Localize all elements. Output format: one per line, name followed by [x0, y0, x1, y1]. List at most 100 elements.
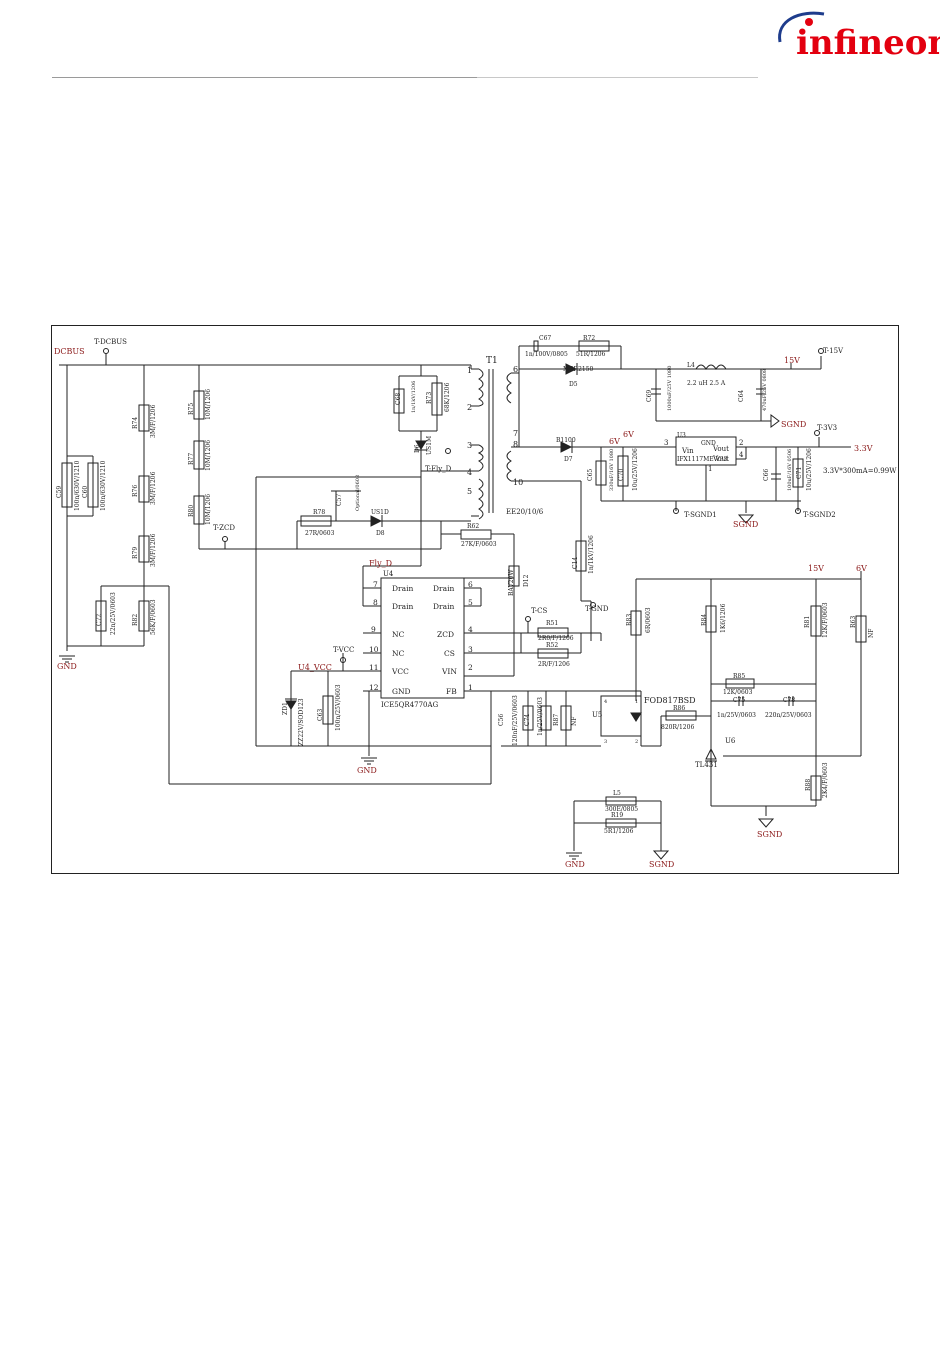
u4-pin-11-name: VCC [391, 667, 409, 676]
r85-value: 12K/0603 [723, 689, 753, 696]
c56-value: 120nF/25V/0603 [512, 695, 519, 746]
d12-ref: D12 [523, 574, 530, 587]
r84-ref: R84 [701, 614, 708, 626]
net-6v-a: 6V [609, 437, 620, 446]
u4-pin-9-name: NC [392, 630, 405, 639]
c70-value: 10u/25V/1206 [632, 448, 639, 491]
u4-pin-4-name: ZCD [437, 630, 454, 639]
r19-ref: R19 [611, 812, 623, 819]
r76-value: 3M/F/1206 [150, 471, 157, 505]
u4-pin-7-name: Drain [392, 584, 413, 593]
r80-value: 10M/1206 [205, 494, 212, 525]
c68-ref: C68 [395, 393, 402, 405]
u5-pin-2: 2 [635, 739, 638, 745]
r88-ref: R88 [805, 779, 812, 791]
c74-ref: C74 [524, 714, 531, 726]
header-rule [52, 77, 758, 78]
c72-value: 22n/25V/0603 [110, 592, 117, 635]
r86-ref: R86 [673, 705, 685, 712]
logo-wordmark: infineon [796, 23, 940, 63]
net-tvcc: T-VCC [333, 646, 354, 654]
net-tdcbus: T-DCBUS [94, 338, 127, 346]
r87-ref: R87 [553, 714, 560, 726]
r63-value: NF [868, 629, 875, 638]
net-t3v3: T-3V3 [817, 424, 837, 432]
l4-ref: L4 [687, 362, 695, 369]
t1-pin-4: 4 [467, 468, 472, 477]
net-6v-b: 6V [623, 430, 634, 439]
r73-value: 68K/1206 [444, 382, 451, 412]
u3-ref: U3 [677, 432, 686, 439]
u3-pin-1: 1 [708, 465, 712, 473]
u5-pin-4: 4 [604, 699, 607, 705]
net-tcs: T-CS [531, 607, 547, 615]
u4-pin-10-name: NC [392, 649, 405, 658]
logo-dot [805, 18, 813, 26]
u6-part: TL431 [695, 761, 718, 769]
zd1-ref: ZD1 [282, 702, 289, 715]
logo-arc [778, 11, 825, 43]
u3-vin: Vin [681, 447, 694, 455]
net-tsgnd2: T-SGND2 [803, 511, 836, 519]
c67-value: 1n/100V/0805 [525, 351, 568, 358]
r82-ref: R82 [132, 614, 139, 626]
r78-ref: R78 [313, 509, 325, 516]
r72-ref: R72 [583, 335, 595, 342]
c66-value: 100uF/16V 0506 [787, 449, 793, 491]
u5-part: FOD817BSD [644, 696, 696, 705]
r76-ref: R76 [132, 485, 139, 497]
c68-value: 1n/1kV/1206 [411, 381, 417, 413]
t1-pin-10: 10 [513, 478, 523, 487]
c71-value: 10u/25V/1206 [806, 448, 813, 491]
net-tsgnd1: T-SGND1 [684, 511, 717, 519]
l5-ref: L5 [613, 790, 621, 797]
r52-ref: R52 [546, 642, 558, 649]
u4-pin-3-name: CS [444, 649, 455, 658]
u5-ref: U5 [592, 711, 602, 719]
t1-part: EE20/10/6 [506, 508, 544, 516]
c65-ref: C65 [587, 469, 594, 481]
d6-ref: D6 [414, 444, 421, 453]
c60-value: 100n/630V/1210 [100, 460, 107, 511]
t1-pin-1: 1 [467, 366, 472, 375]
schematic-diagram: DCBUS U4_VCC Fly_D 15V 15V 6V 6V 6V 3.3V… [54, 335, 897, 869]
u4-pin-5: 5 [468, 598, 473, 607]
c57-ref: C57 [336, 494, 343, 506]
u4-pin-8: 8 [373, 598, 378, 607]
u4-pin-1: 1 [468, 683, 473, 692]
net-15v-b: 15V [808, 564, 824, 573]
t1-pin-8: 8 [513, 440, 518, 449]
r75-value: 10M/1206 [205, 389, 212, 420]
t1-ref: T1 [486, 356, 498, 366]
d7-value: B1100 [556, 437, 576, 444]
u3-vout-1: Vout [712, 445, 729, 453]
u4-ref: U4 [383, 570, 394, 578]
c65-value: 330uF/16V 1080 [609, 449, 615, 491]
d8-ref: D8 [376, 530, 385, 537]
u4-pin-11: 11 [369, 663, 379, 672]
u4-pin-6: 6 [468, 580, 473, 589]
r83-value: 6R/0603 [645, 607, 652, 633]
net-6v-c: 6V [856, 564, 867, 573]
c64-ref: C64 [738, 390, 745, 402]
u4-pin-2: 2 [468, 663, 473, 672]
c72-ref: C72 [96, 614, 103, 626]
r82-value: 56K/F/0603 [150, 599, 157, 635]
c63-ref: C63 [317, 709, 324, 721]
r77-value: 10M/1206 [205, 440, 212, 471]
u4-part: ICE5QR4770AG [381, 701, 439, 709]
net-sgnd-3: SGND [733, 520, 758, 529]
c64-value: 470uF/25V 0808 [762, 369, 768, 411]
c57-value: Optional/0603 [355, 475, 361, 511]
c70-ref: C70 [618, 469, 625, 481]
u4-pin-12-name: GND [392, 687, 411, 696]
r74-value: 3M/F/1206 [150, 404, 157, 438]
u3-part: IFX1117ME V33 [677, 456, 728, 463]
u4-pin-10: 10 [369, 645, 379, 654]
d8-value: US1D [371, 509, 389, 516]
u3-gnd: GND [701, 440, 716, 447]
c75-value: 1n/25V/0603 [717, 712, 756, 719]
r51-ref: R51 [546, 620, 558, 627]
u4-pin-7: 7 [373, 580, 378, 589]
net-gnd-2: GND [357, 766, 377, 775]
